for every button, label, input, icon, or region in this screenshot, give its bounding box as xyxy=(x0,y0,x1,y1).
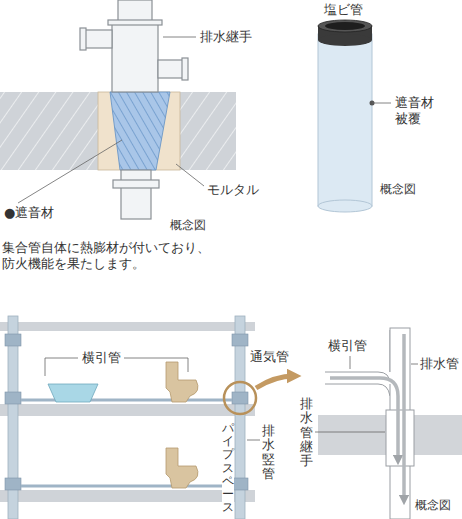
part-label: 横引管 xyxy=(328,338,367,354)
building-section xyxy=(0,316,294,519)
leader-lines xyxy=(315,356,418,432)
part-label: 集合管自体に熱膨材が付いており、 防火機能を果たします。 xyxy=(2,240,227,273)
part-label: 塩ビ管 xyxy=(324,2,363,18)
vertical-label: 排水竪管 xyxy=(262,424,275,481)
part-label: 概念図 xyxy=(415,498,451,513)
part-label: 遮音材 被覆 xyxy=(395,95,439,128)
drain-joint xyxy=(80,0,188,219)
leader-lines xyxy=(18,37,204,203)
part-label: モルタル xyxy=(207,182,259,198)
detail-view xyxy=(318,328,462,519)
part-label: ●遮音材 xyxy=(4,205,54,221)
part-label: 横引管 xyxy=(82,350,121,366)
part-label: 通気管 xyxy=(250,349,289,365)
part-label: 排水管 xyxy=(420,356,459,372)
vertical-label: パイプスペース xyxy=(222,422,234,514)
vertical-label: 排水管継手 xyxy=(300,397,313,468)
part-label: 概念図 xyxy=(170,218,206,233)
part-label: 概念図 xyxy=(380,182,416,197)
part-label: 排水継手 xyxy=(200,29,252,45)
slab-section xyxy=(0,92,236,170)
